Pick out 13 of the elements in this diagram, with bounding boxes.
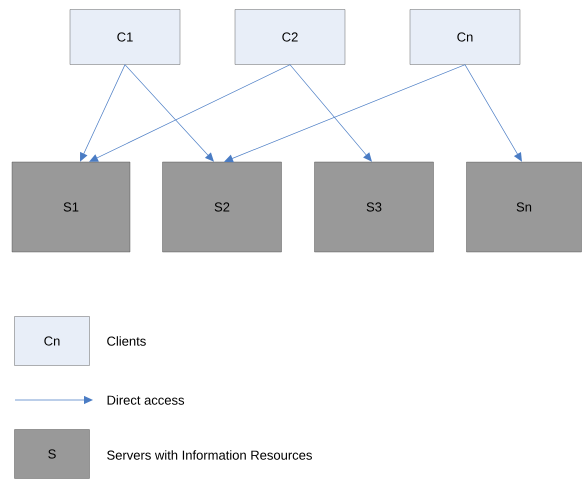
client-box: C1: [70, 9, 180, 65]
legend-label: Direct access: [108, 395, 184, 405]
server-box: S2: [162, 162, 282, 252]
arrow: [124, 64, 214, 162]
server-box: S1: [12, 162, 130, 252]
client-box: Cn: [410, 9, 520, 65]
server-box: S3: [314, 162, 434, 252]
arrow: [224, 64, 466, 162]
server-box: Sn: [466, 162, 582, 252]
legend-label: Servers with Information Resources: [107, 450, 312, 460]
legend-label: Clients: [107, 336, 146, 346]
client-box: C2: [234, 9, 346, 65]
arrow: [89, 64, 290, 162]
